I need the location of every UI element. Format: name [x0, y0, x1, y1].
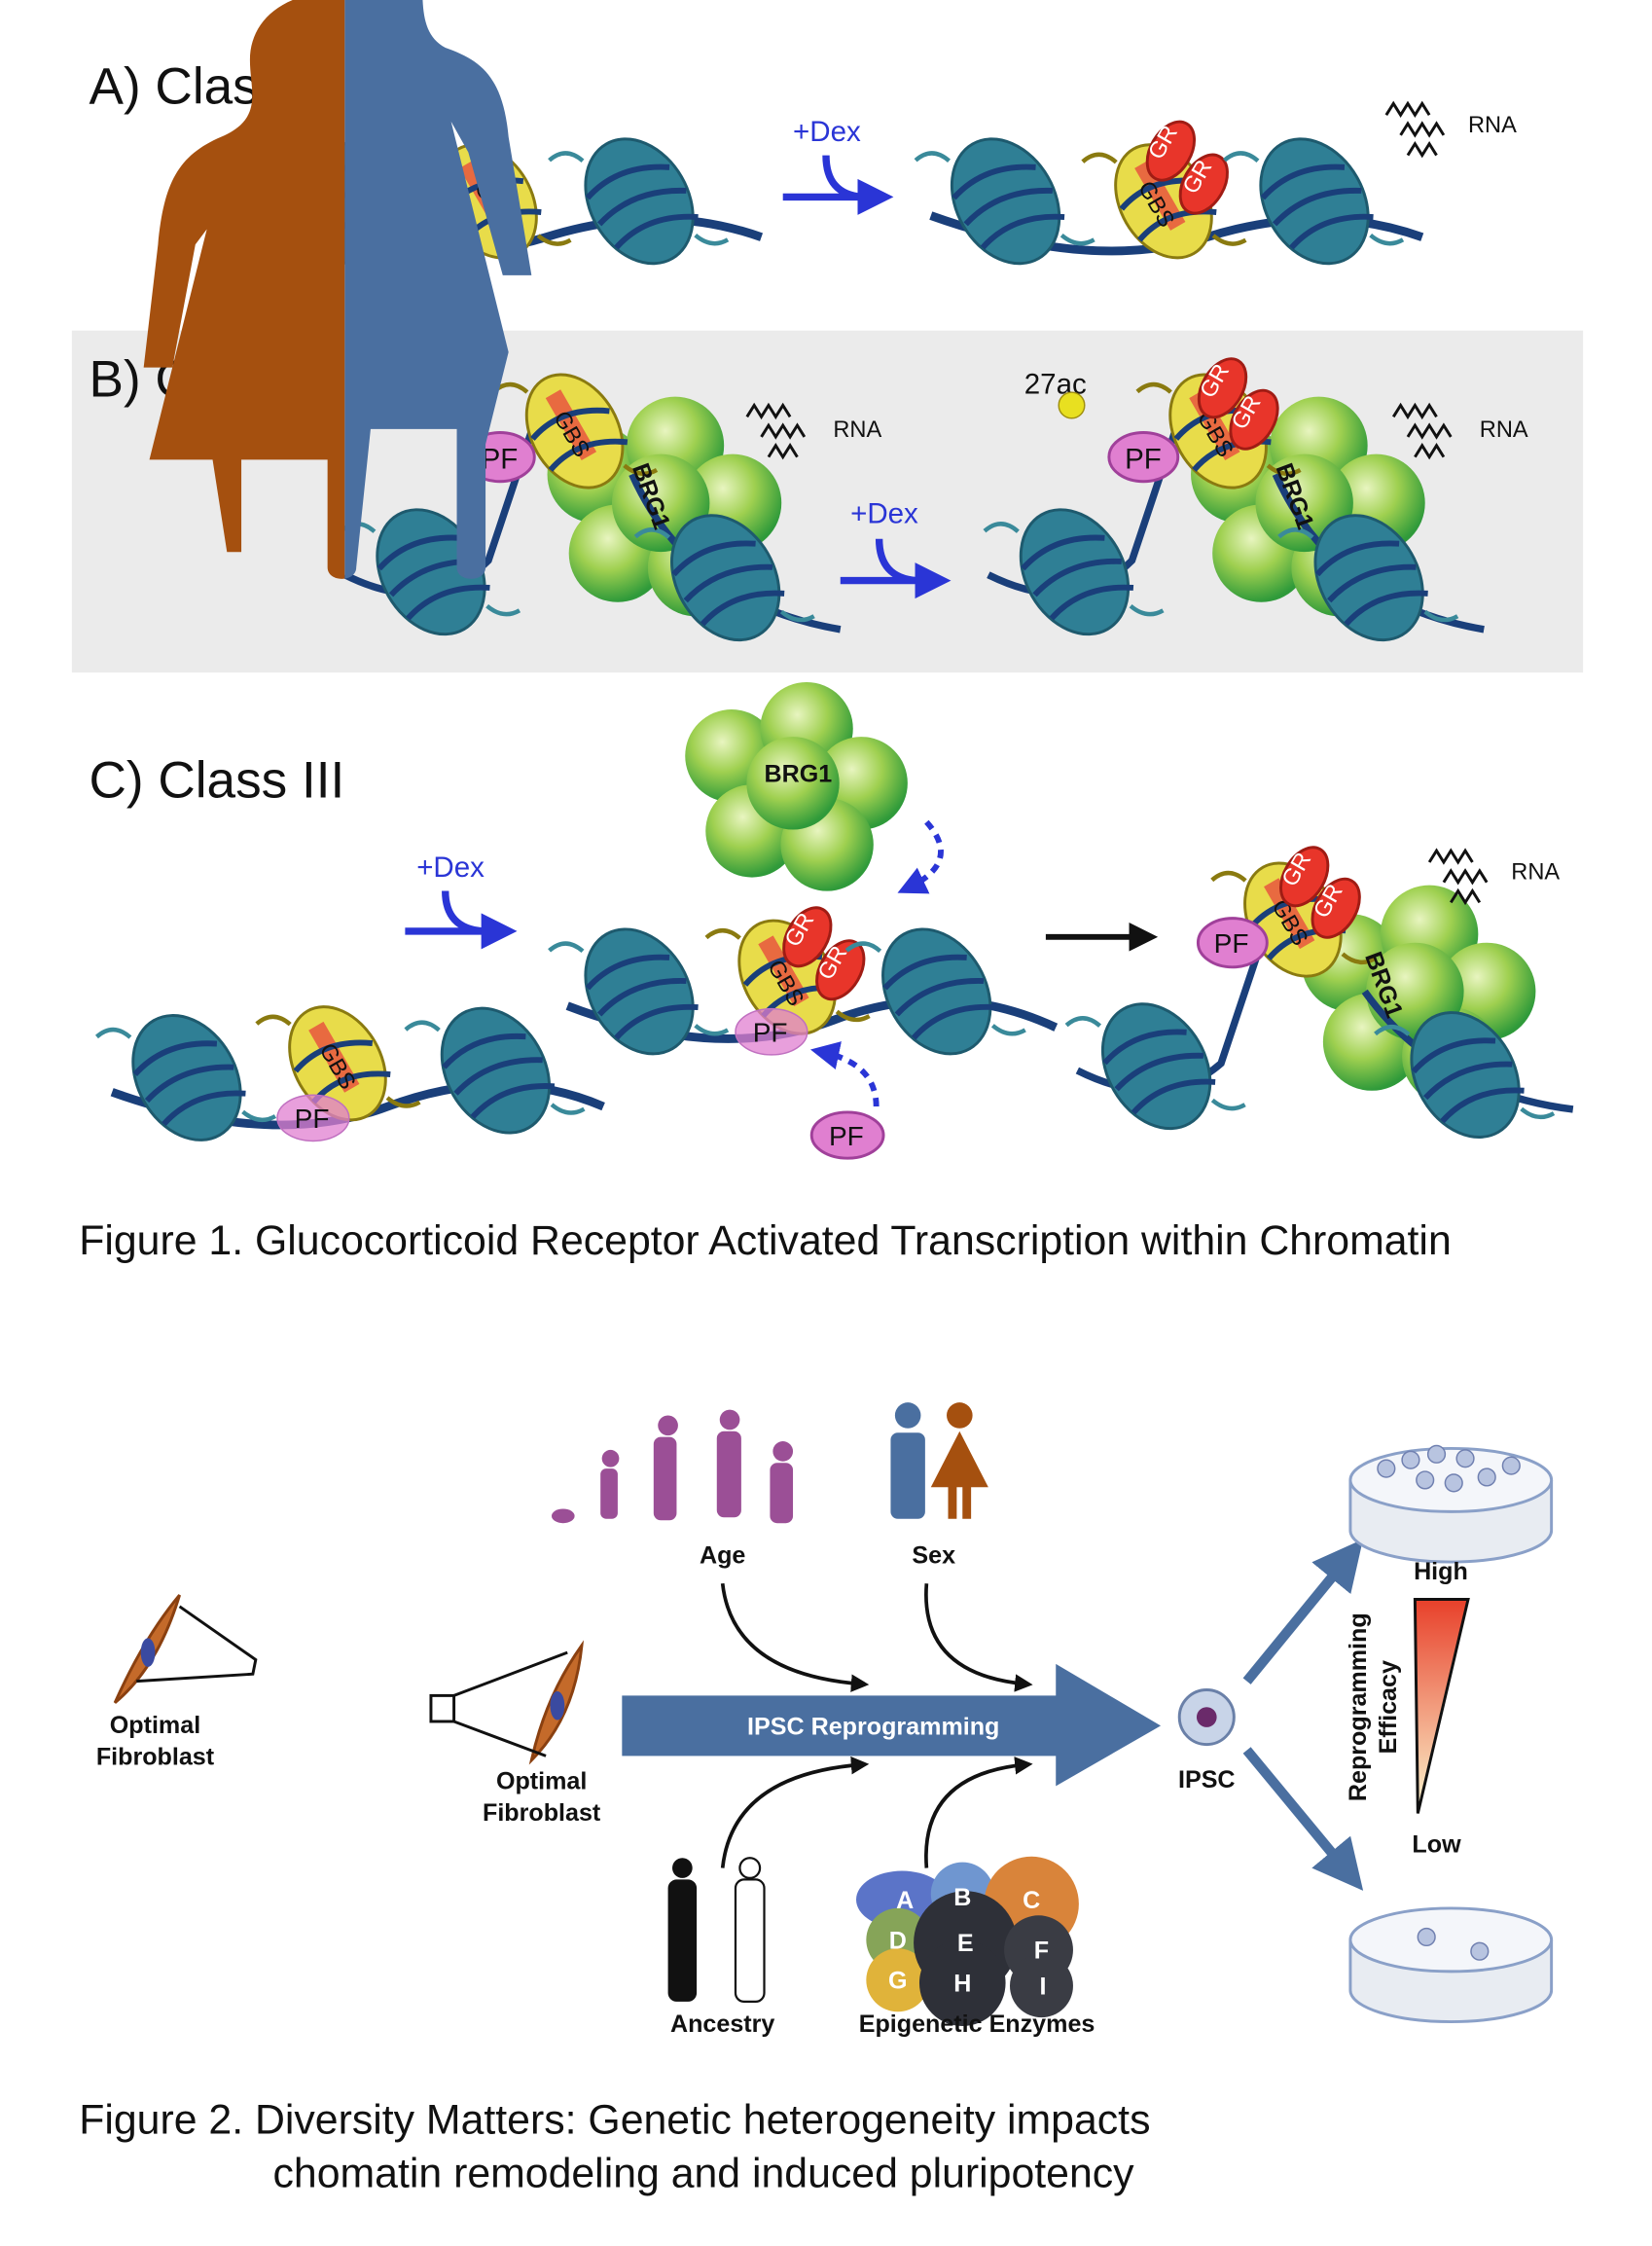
dex-label: +Dex: [416, 851, 485, 884]
efficacy-label: Efficacy: [1375, 1660, 1402, 1754]
age-silhouettes: Age: [551, 1409, 794, 1570]
figure2: Optimal Fibroblast Optimal Fibroblast Ag…: [96, 0, 1554, 2038]
enzyme-b: B: [953, 1884, 971, 1911]
fibroblast-right: Optimal Fibroblast: [429, 1640, 601, 1827]
dex-arrow: [840, 538, 937, 581]
dex-arrow: [782, 155, 880, 198]
panel-c-label: C) Class III: [90, 752, 345, 810]
high-label: High: [1414, 1558, 1468, 1585]
pf-label: PF: [1125, 443, 1162, 475]
rna-label: RNA: [1480, 417, 1528, 443]
figure1-caption: Figure 1. Glucocorticoid Receptor Activa…: [79, 1217, 1452, 1264]
dish-low: [1348, 1906, 1554, 2024]
enzymes-label: Epigenetic Enzymes: [859, 2011, 1095, 2038]
rna-label: RNA: [833, 417, 881, 443]
epigenetic-enzymes: A B C D E F G H I Epigenetic Enzymes: [856, 1856, 1095, 2038]
fibroblast-left-label: Fibroblast: [96, 1743, 215, 1770]
enzyme-g: G: [888, 1968, 908, 1995]
ancestry-figures: Ancestry: [667, 1857, 774, 2038]
factor-arrows: [720, 1583, 1033, 1868]
brg1-label: BRG1: [765, 760, 833, 787]
fibroblast-left-label: Optimal: [110, 1712, 200, 1739]
enzyme-i: I: [1039, 1974, 1046, 2001]
figure2-caption-line2: chomatin remodeling and induced pluripot…: [273, 2150, 1135, 2196]
arrow-high: [1242, 1539, 1364, 1684]
pf-label: PF: [829, 1121, 864, 1151]
nucleosome: [549, 102, 728, 297]
reprogramming-arrow: IPSC Reprogramming: [622, 1663, 1162, 1787]
dex-label: +Dex: [850, 498, 918, 530]
panel-c: C) Class III BRG1 +Dex GBS PF GBS GR GR …: [90, 682, 1574, 1174]
nucleosome: [916, 102, 1095, 297]
enzyme-h: H: [953, 1971, 971, 1998]
low-label: Low: [1412, 1830, 1461, 1858]
dish-high: [1348, 1444, 1554, 1564]
age-label: Age: [700, 1542, 745, 1570]
fibroblast-right-label: Optimal: [496, 1767, 587, 1794]
efficacy-label: Reprogramming: [1345, 1612, 1372, 1801]
dex-arrow: [405, 890, 502, 931]
sex-label: Sex: [912, 1542, 955, 1570]
enzyme-e: E: [957, 1930, 974, 1957]
figure2-caption-line1: Figure 2. Diversity Matters: Genetic het…: [79, 2097, 1150, 2144]
nucleosome: [1224, 102, 1403, 297]
ancestry-label: Ancestry: [670, 2011, 774, 2038]
dex-label: +Dex: [793, 116, 861, 148]
fibroblast-left: Optimal Fibroblast: [96, 1594, 258, 1770]
rna-squiggle: [1384, 101, 1446, 158]
pf-label: PF: [753, 1018, 788, 1048]
arrow-low: [1242, 1747, 1364, 1891]
pf-label: PF: [1214, 928, 1249, 959]
efficacy-scale: High Low Reprogramming Efficacy: [1345, 1558, 1470, 1858]
enzyme-a: A: [896, 1887, 914, 1914]
enzyme-f: F: [1034, 1938, 1049, 1965]
reprogramming-label: IPSC Reprogramming: [747, 1713, 999, 1740]
pf-protein: [1107, 431, 1180, 484]
pf-protein: [276, 1094, 350, 1142]
rna-label: RNA: [1468, 113, 1517, 138]
enzyme-c: C: [1023, 1887, 1040, 1914]
pf-label: PF: [482, 443, 519, 475]
ipsc-cell: IPSC: [1177, 1688, 1236, 1793]
sex-figures: Sex: [890, 1402, 988, 1570]
rna-label: RNA: [1511, 860, 1560, 886]
pf-label: PF: [295, 1104, 330, 1134]
fibroblast-right-label: Fibroblast: [483, 1799, 601, 1827]
ipsc-label: IPSC: [1178, 1766, 1236, 1793]
enzyme-d: D: [889, 1927, 907, 1954]
